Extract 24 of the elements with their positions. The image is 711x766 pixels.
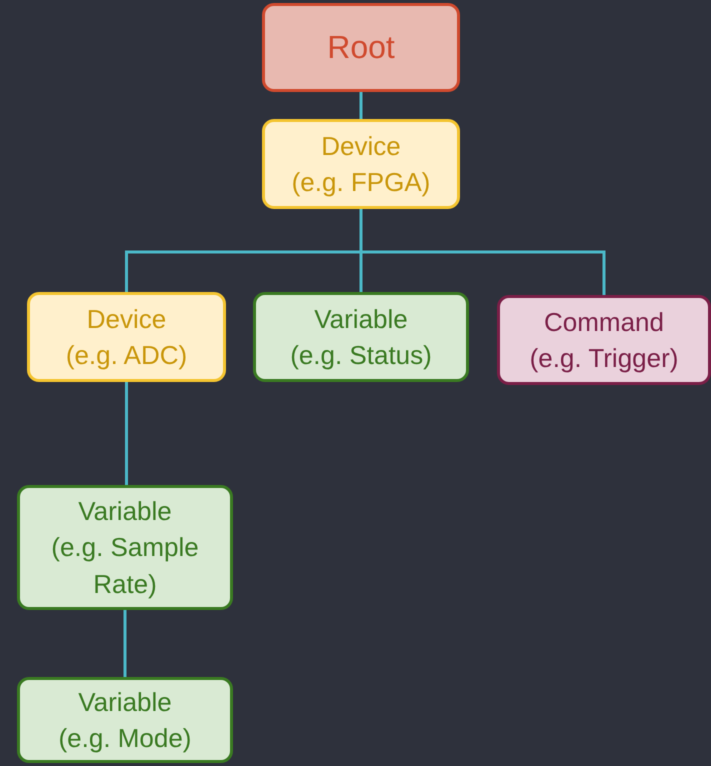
node-title: Device: [321, 130, 401, 163]
variable-node-box: [253, 292, 469, 382]
node-example: (e.g. Status): [290, 339, 432, 372]
node-example: (e.g. Trigger): [530, 342, 678, 375]
connector-line: [360, 209, 606, 295]
variable-node-box: [17, 485, 233, 610]
device-node-box: [27, 292, 226, 382]
node-title: Root: [327, 28, 395, 68]
node-title: Device: [86, 302, 166, 336]
node-example: (e.g. FPGA): [292, 166, 430, 199]
connector-line: [125, 382, 128, 485]
root-node-box: [262, 3, 460, 92]
node-example: (e.g. Mode): [58, 722, 192, 755]
node-title: Variable: [78, 494, 172, 528]
connector-line: [360, 92, 362, 119]
node-example: (e.g. Sample Rate): [50, 531, 200, 601]
node-title: Variable: [314, 302, 408, 336]
device-node-box: [262, 119, 460, 209]
node-example: (e.g. ADC): [66, 339, 188, 372]
node-title: Variable: [78, 686, 172, 719]
connector-line: [124, 610, 126, 677]
node-title: Command: [544, 306, 664, 339]
command-node-box: [497, 295, 711, 385]
variable-node-box: [17, 677, 233, 763]
